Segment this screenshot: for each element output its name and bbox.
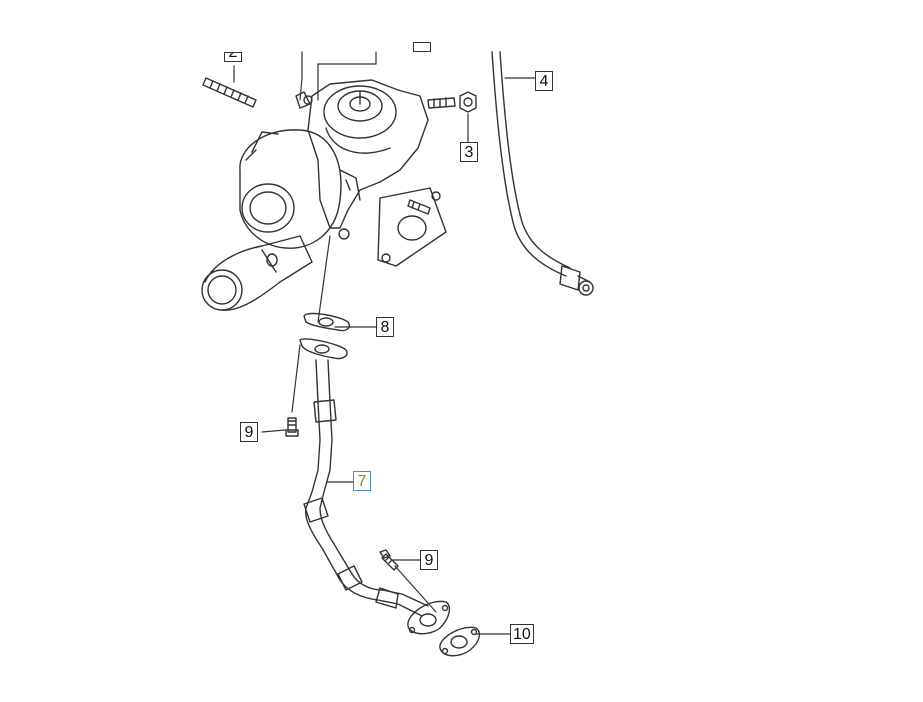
callout-3[interactable]: 3	[460, 142, 478, 162]
bolt-right	[379, 549, 399, 571]
callout-2[interactable]: 2	[224, 52, 242, 62]
callout-4[interactable]: 4	[535, 71, 553, 91]
oil-drain-pipe	[303, 359, 451, 635]
callout-7[interactable]: 7	[353, 471, 371, 491]
oil-feed-pipe	[491, 51, 594, 296]
turbocharger	[201, 79, 456, 311]
callout-hidden-top	[413, 42, 431, 52]
gasket-lower	[299, 338, 348, 360]
flange-gasket	[439, 626, 481, 657]
callout-8[interactable]: 8	[376, 317, 394, 337]
gasket-upper	[303, 312, 350, 332]
bolt-left	[285, 417, 299, 437]
callout-10[interactable]: 10	[510, 624, 534, 644]
leader-lines	[233, 51, 536, 635]
nut	[459, 91, 477, 113]
callout-9-right[interactable]: 9	[420, 550, 438, 570]
callout-9-left[interactable]: 9	[240, 422, 258, 442]
stud-bolt	[202, 77, 257, 108]
